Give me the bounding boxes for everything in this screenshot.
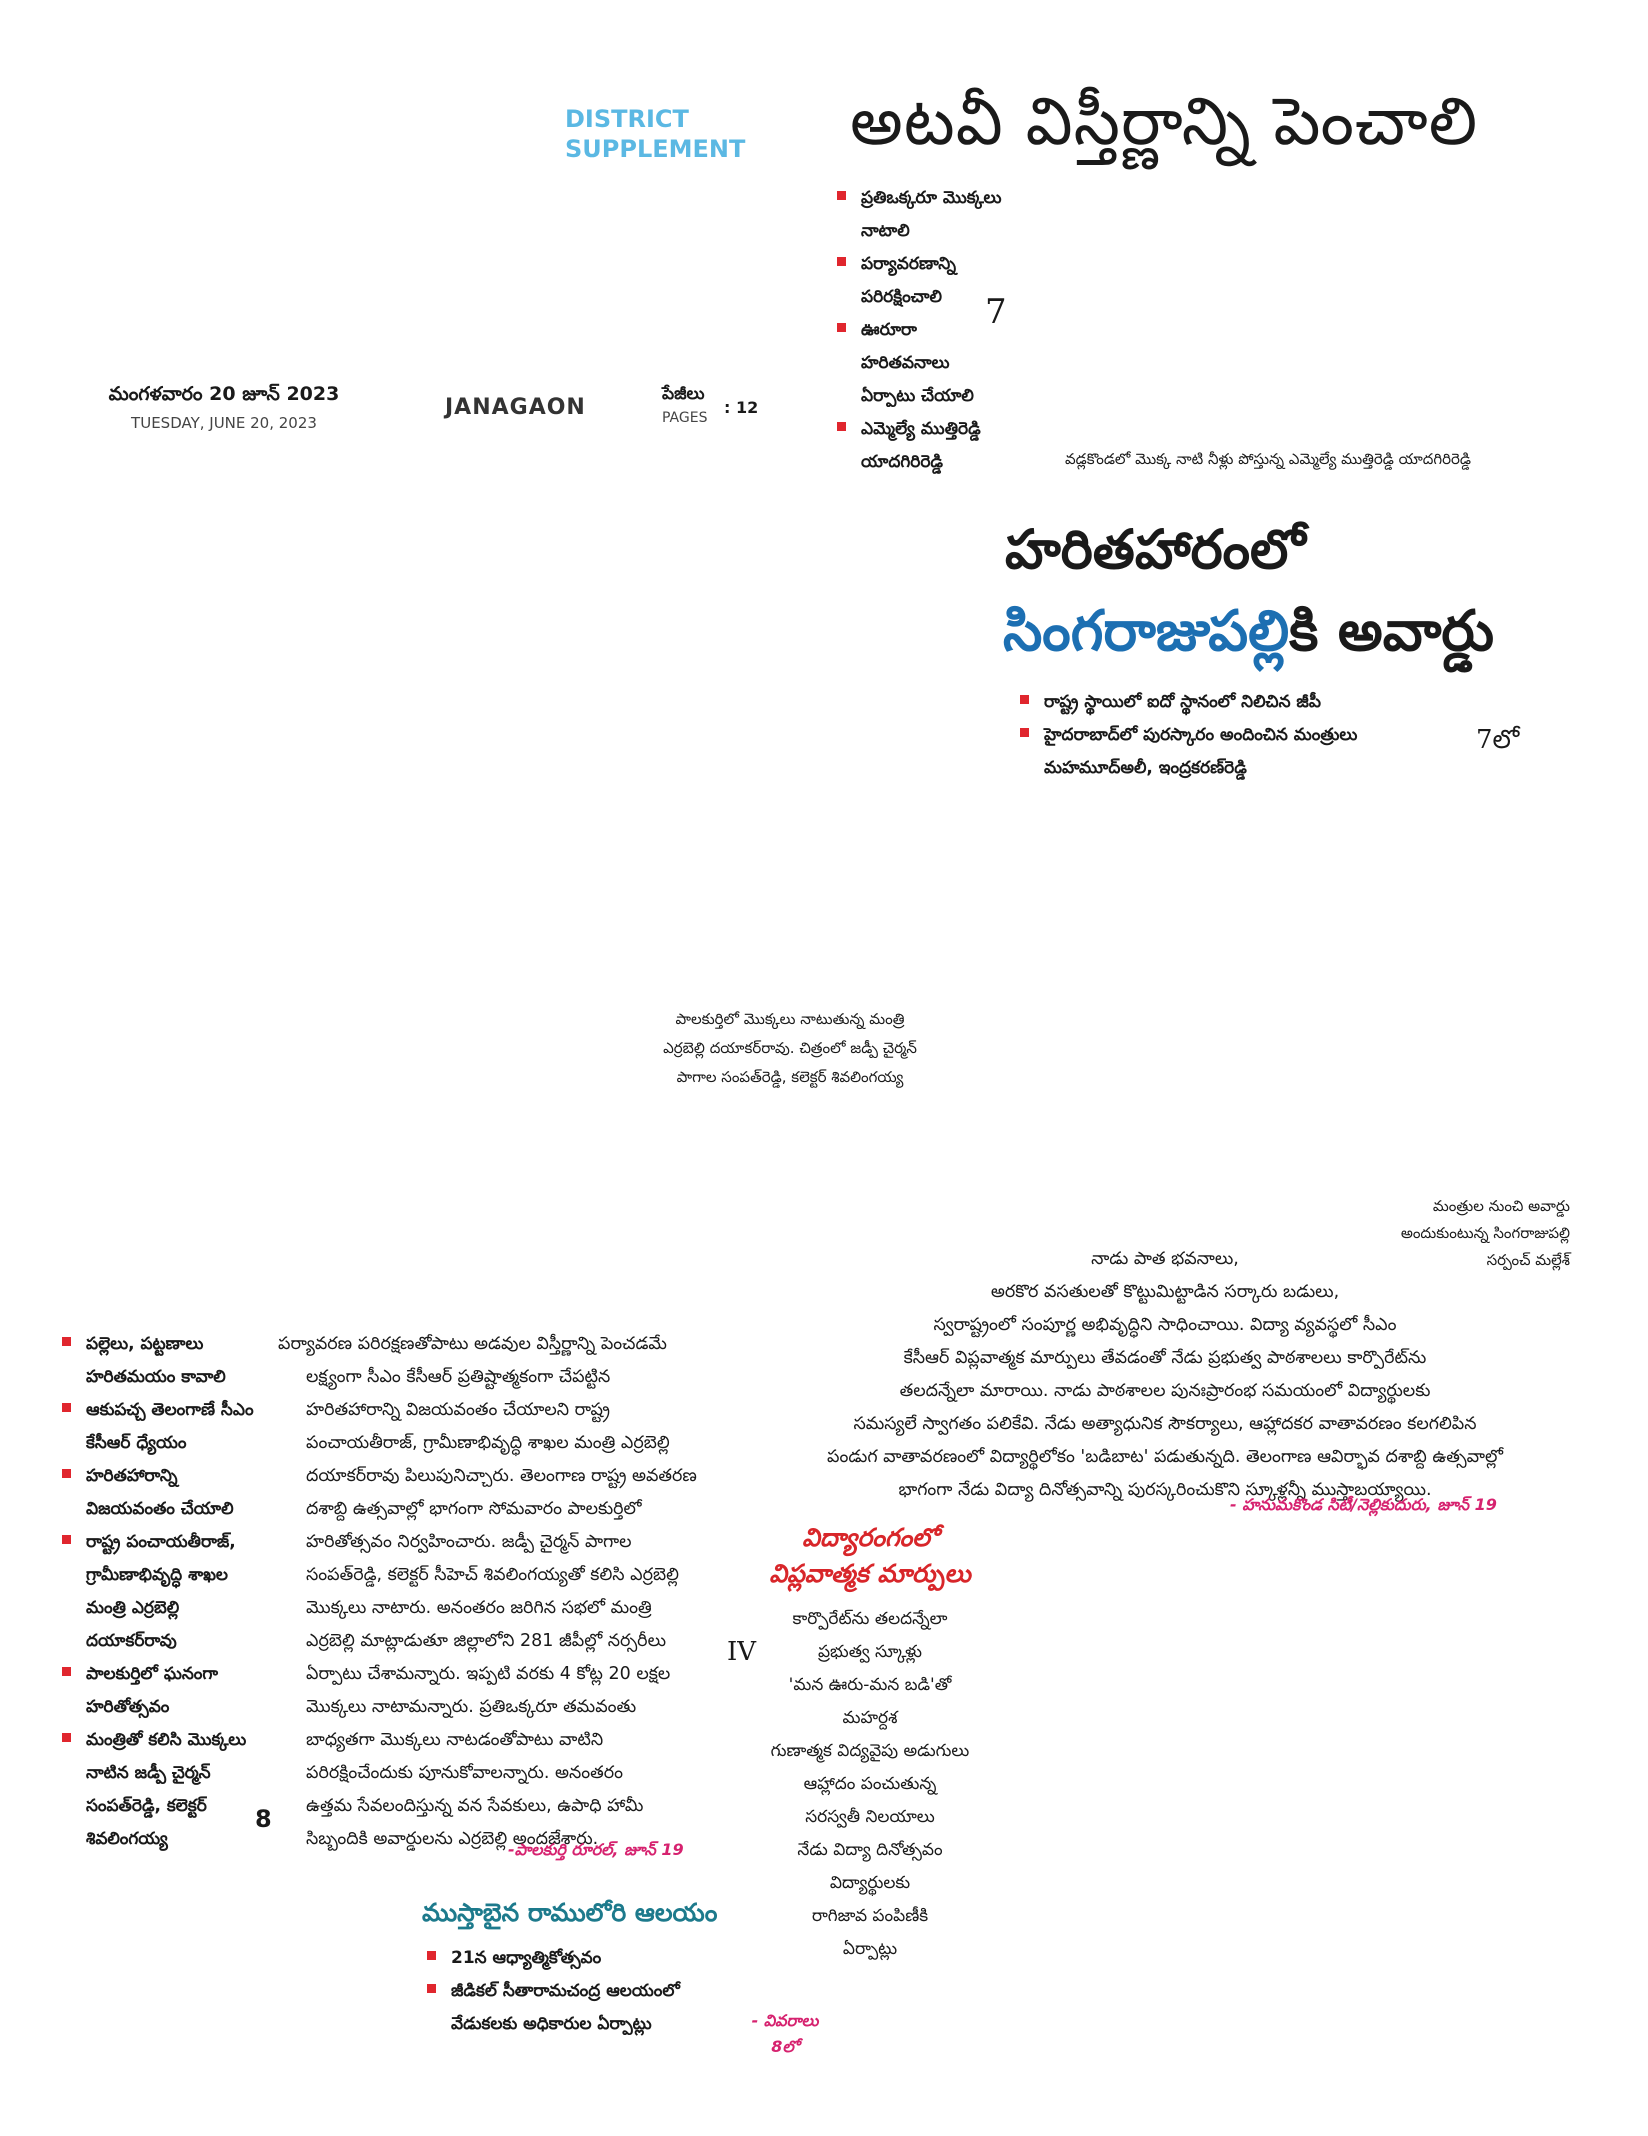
lead-bullets: ప్రతిఒక్కరూ మొక్కలు నాటాలి పర్యావరణాన్ని… bbox=[835, 182, 1005, 479]
lead-bullet: పర్యావరణాన్ని పరిరక్షించాలి bbox=[835, 248, 1005, 314]
award-page-ref: 7లో bbox=[1476, 725, 1520, 755]
award-caption-line: మంత్రుల నుంచి అవార్డు bbox=[1432, 1197, 1570, 1215]
school-sub-line: 'మన ఊరు-మన బడి'తో bbox=[788, 1675, 952, 1695]
palakurthi-body-line: హరితహారాన్ని విజయవంతం చేయాలని రాష్ట్ర bbox=[306, 1400, 611, 1420]
school-sub-line: నేడు విద్యా దినోత్సవం bbox=[797, 1840, 943, 1860]
temple-details-ref: - వివరాలు 8లో bbox=[735, 2008, 835, 2060]
school-intro-line: అరకొర వసతులతో కొట్టుమిట్టాడిన సర్కారు బడ… bbox=[990, 1282, 1340, 1302]
palakurthi-body-line: దశాబ్ది ఉత్సవాల్లో భాగంగా సోమవారం పాలకుర… bbox=[306, 1499, 642, 1519]
palakurthi-body-line: ఏర్పాటు చేశామన్నారు. ఇప్పటి వరకు 4 కోట్ల… bbox=[306, 1664, 671, 1684]
school-sub-line: విద్యార్థులకు bbox=[829, 1873, 911, 1893]
palakurthi-body: పర్యావరణ పరిరక్షణతోపాటు అడవుల విస్తీర్ణా… bbox=[278, 1328, 718, 1856]
school-headline-line1: విద్యారంగంలో bbox=[802, 1523, 938, 1552]
palakurthi-dateline: -పాలకుర్తి రూరల్, జూన్ 19 bbox=[508, 1840, 684, 1859]
award-headline-line2: సింగరాజుపల్లికి అవార్డు bbox=[1003, 595, 1494, 669]
palakurthi-body-line: హరితోత్సవం నిర్వహించారు. జడ్పీ చైర్మన్ ప… bbox=[306, 1532, 632, 1552]
palakurthi-body-line: దయాకర్‌రావు పిలుపునిచ్చారు. తెలంగాణ రాష్… bbox=[306, 1466, 697, 1486]
palakurthi-body-line: మొక్కలు నాటామన్నారు. ప్రతిఒక్కరూ తమవంతు bbox=[306, 1697, 637, 1717]
palakurthi-body-line: లక్ష్యంగా సీఎం కేసీఆర్ ప్రతిష్టాత్మకంగా … bbox=[306, 1367, 611, 1387]
center-photo-caption: పాలకుర్తిలో మొక్కలు నాటుతున్న మంత్రి ఎర్… bbox=[620, 1005, 960, 1092]
palakurthi-body-line: సంపత్‌రెడ్డి, కలెక్టర్ సీహెచ్ శివలింగయ్య… bbox=[306, 1565, 679, 1585]
palakurthi-body-line: పంచాయతీరాజ్, గ్రామీణాభివృద్ధి శాఖల మంత్ర… bbox=[306, 1433, 670, 1453]
pages-count: : 12 bbox=[724, 398, 759, 417]
pages-label-english: PAGES bbox=[662, 410, 708, 426]
award-caption-line: సర్పంచ్ మల్లేశ్ bbox=[1486, 1251, 1570, 1269]
temple-bullet: జీడికల్ సీతారామచంద్ర ఆలయంలో వేడుకలకు అధి… bbox=[425, 1975, 745, 2041]
award-headline-line1: హరితహారంలో bbox=[1005, 518, 1306, 581]
date-block: మంగళవారం 20 జూన్ 2023 TUESDAY, JUNE 20, … bbox=[100, 383, 348, 432]
school-intro-line: సమస్యలే స్వాగతం పలికేవి. నేడు అత్యాధునిక… bbox=[853, 1414, 1477, 1434]
pages-label-telugu: పేజీలు bbox=[662, 384, 705, 404]
award-headline-rest: కి అవార్డు bbox=[1289, 599, 1494, 664]
lead-bullet: ఎమ్మెల్యే ముత్తిరెడ్డి యాదగిరిరెడ్డి bbox=[835, 413, 1005, 479]
district-name: JANAGAON bbox=[445, 395, 586, 420]
lead-photo-caption: వడ్లకొండలో మొక్క నాటి నీళ్లు పోస్తున్న ఎ… bbox=[1065, 450, 1472, 468]
palakurthi-bullet: పల్లెలు, పట్టణాలు హరితమయం కావాలి bbox=[60, 1328, 270, 1394]
pages-block: పేజీలు PAGES : 12 bbox=[662, 384, 772, 426]
palakurthi-bullet: మంత్రితో కలిసి మొక్కలు నాటిన జడ్పీ చైర్మ… bbox=[60, 1724, 270, 1856]
palakurthi-body-line: మొక్కలు నాటారు. అనంతరం జరిగిన సభలో మంత్ర… bbox=[306, 1598, 652, 1618]
school-intro-line: పండుగ వాతావరణంలో విద్యార్థిలోకం 'బడిబాట'… bbox=[827, 1447, 1503, 1467]
school-sub-points: కార్పొరేట్‌ను తలదన్నేలా ప్రభుత్వ స్కూళ్ల… bbox=[735, 1603, 1005, 1966]
school-sub-line: ఆహ్లాదం పంచుతున్న bbox=[803, 1774, 937, 1794]
award-bullet: రాష్ట్ర స్థాయిలో ఐదో స్థానంలో నిలిచిన జీ… bbox=[1018, 686, 1418, 719]
temple-bullet: 21న ఆధ్యాత్మికోత్సవం bbox=[425, 1942, 745, 1975]
palakurthi-body-line: పర్యావరణ పరిరక్షణతోపాటు అడవుల విస్తీర్ణా… bbox=[278, 1334, 667, 1354]
school-sub-line: గుణాత్మక విద్యవైపు అడుగులు bbox=[770, 1741, 970, 1761]
palakurthi-body-line: సిబ్బందికి అవార్డులను ఎర్రబెల్లి అందజేశా… bbox=[306, 1829, 599, 1849]
palakurthi-body-line: ఉత్తమ సేవలందిస్తున్న వన సేవకులు, ఉపాధి హ… bbox=[306, 1796, 644, 1816]
temple-bullets: 21న ఆధ్యాత్మికోత్సవం జీడికల్ సీతారామచంద్… bbox=[425, 1942, 745, 2041]
temple-details-line2: 8లో bbox=[771, 2037, 799, 2056]
school-page-ref: IV bbox=[727, 1637, 757, 1667]
school-sub-line: ఏర్పాట్లు bbox=[842, 1939, 898, 1959]
award-bullets: రాష్ట్ర స్థాయిలో ఐదో స్థానంలో నిలిచిన జీ… bbox=[1018, 686, 1418, 785]
school-headline: విద్యారంగంలో విప్లవాత్మక మార్పులు bbox=[745, 1520, 995, 1592]
palakurthi-bullet: ఆకుపచ్చ తెలంగాణే సీఎం కేసీఆర్ ధ్యేయం bbox=[60, 1394, 270, 1460]
palakurthi-body-line: బాధ్యతగా మొక్కలు నాటడంతోపాటు వాటిని bbox=[306, 1730, 604, 1750]
palakurthi-bullets: పల్లెలు, పట్టణాలు హరితమయం కావాలి ఆకుపచ్చ… bbox=[60, 1328, 270, 1856]
date-telugu: మంగళవారం 20 జూన్ 2023 bbox=[108, 383, 340, 405]
award-caption-line: అందుకుంటున్న సింగరాజుపల్లి bbox=[1400, 1224, 1570, 1242]
temple-details-line1: - వివరాలు bbox=[751, 2011, 819, 2030]
school-sub-line: కార్పొరేట్‌ను తలదన్నేలా bbox=[792, 1609, 948, 1629]
lead-bullet: ఊరూరా హరితవనాలు ఏర్పాటు చేయాలి bbox=[835, 314, 1005, 413]
supplement-line-1: DISTRICT bbox=[565, 105, 689, 133]
award-bullet: హైదరాబాద్‌లో పురస్కారం అందించిన మంత్రులు… bbox=[1018, 719, 1418, 785]
district-supplement-label: DISTRICT SUPPLEMENT bbox=[565, 104, 745, 164]
award-headline-highlight: సింగరాజుపల్లి bbox=[1003, 599, 1290, 664]
school-intro-line: కేసీఆర్ విప్లవాత్మక మార్పులు తేవడంతో నేడ… bbox=[903, 1348, 1427, 1368]
palakurthi-body-line: పరిరక్షించేందుకు పూనుకోవాలన్నారు. అనంతరం bbox=[306, 1763, 623, 1783]
award-photo-caption: మంత్రుల నుంచి అవార్డు అందుకుంటున్న సింగర… bbox=[1330, 1193, 1570, 1274]
school-intro: నాడు పాత భవనాలు, అరకొర వసతులతో కొట్టుమిట… bbox=[785, 1243, 1545, 1507]
school-intro-line: తలదన్నేలా మారాయి. నాడు పాఠశాలల పునఃప్రార… bbox=[899, 1381, 1431, 1401]
school-sub-line: సరస్వతీ నిలయాలు bbox=[805, 1807, 935, 1827]
lead-headline: అటవీ విస్తీర్ణాన్ని పెంచాలి bbox=[850, 83, 1479, 160]
palakurthi-body-line: ఎర్రబెల్లి మాట్లాడుతూ జిల్లాలోని 281 జీప… bbox=[306, 1631, 667, 1651]
school-headline-line2: విప్లవాత్మక మార్పులు bbox=[769, 1559, 971, 1588]
school-dateline: - హనుమకొండ సిటీ/నెల్లికుదురు, జూన్ 19 bbox=[1230, 1495, 1497, 1514]
school-intro-line: నాడు పాత భవనాలు, bbox=[1091, 1249, 1239, 1269]
supplement-line-2: SUPPLEMENT bbox=[565, 135, 746, 163]
lead-bullet: ప్రతిఒక్కరూ మొక్కలు నాటాలి bbox=[835, 182, 1005, 248]
school-sub-line: రాగిజావ పంపిణీకి bbox=[811, 1906, 929, 1926]
center-caption-line: పాలకుర్తిలో మొక్కలు నాటుతున్న మంత్రి bbox=[675, 1010, 905, 1028]
date-english: TUESDAY, JUNE 20, 2023 bbox=[131, 414, 317, 432]
palakurthi-bullet: హరితహారాన్ని విజయవంతం చేయాలి bbox=[60, 1460, 270, 1526]
center-caption-line: ఎర్రబెల్లి దయాకర్‌రావు. చిత్రంలో జడ్పీ చ… bbox=[663, 1039, 917, 1057]
school-intro-line: స్వరాష్ట్రంలో సంపూర్ణ అభివృద్ధిని సాధించ… bbox=[933, 1315, 1397, 1335]
center-caption-line: పాగాల సంపత్‌రెడ్డి, కలెక్టర్ శివలింగయ్య bbox=[676, 1068, 904, 1086]
school-sub-line: మహర్దశ bbox=[842, 1708, 898, 1728]
school-sub-line: ప్రభుత్వ స్కూళ్లు bbox=[817, 1642, 923, 1662]
lead-page-ref: 7 bbox=[985, 292, 1007, 332]
palakurthi-page-ref: 8 bbox=[255, 1805, 272, 1833]
school-intro-line: భాగంగా నేడు విద్యా దినోత్సవాన్ని పురస్కర… bbox=[898, 1480, 1432, 1500]
palakurthi-bullet: పాలకుర్తిలో ఘనంగా హరితోత్సవం bbox=[60, 1658, 270, 1724]
temple-headline: ముస్తాబైన రాములోరి ఆలయం bbox=[422, 1898, 718, 1927]
palakurthi-bullet: రాష్ట్ర పంచాయతీరాజ్, గ్రామీణాభివృద్ధి శా… bbox=[60, 1526, 270, 1658]
